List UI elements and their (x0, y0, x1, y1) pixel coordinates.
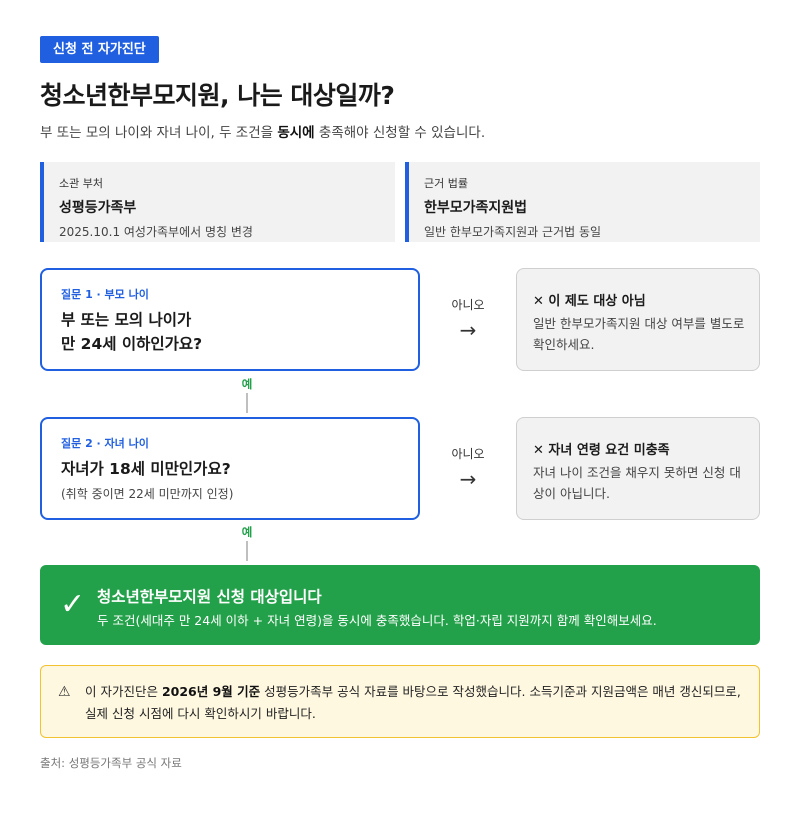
result-desc: 일반 한부모가족지원 대상 여부를 별도로 확인하세요. (533, 316, 745, 352)
result-card-child-age-unmet: ✕ 자녀 연령 요건 미충족 자녀 나이 조건을 채우지 못하면 신청 대상이 … (516, 417, 760, 520)
no-label: 아니오 (451, 447, 485, 461)
info-label: 근거 법률 (424, 177, 468, 190)
warning-icon: ⚠ (58, 684, 71, 700)
notice-text: 이 자가진단은 2026년 9월 기준 성평등가족부 공식 자료를 바탕으로 작… (85, 681, 745, 725)
result-desc: 자녀 나이 조건을 채우지 못하면 신청 대상이 아닙니다. (533, 465, 741, 501)
notice-prefix: 이 자가진단은 (85, 684, 162, 699)
yes-label: 예 (241, 525, 253, 539)
page-title: 청소년한부모지원, 나는 대상일까? (40, 81, 395, 110)
info-note: 2025.10.1 여성가족부에서 명칭 변경 (59, 225, 253, 239)
info-card-law: 근거 법률 한부모가족지원법 일반 한부모가족지원과 근거법 동일 (405, 162, 760, 242)
source-note: 출처: 성평등가족부 공식 자료 (40, 756, 182, 770)
success-title: 청소년한부모지원 신청 대상입니다 (97, 588, 322, 606)
info-note: 일반 한부모가족지원과 근거법 동일 (424, 225, 602, 239)
info-card-ministry: 소관 부처 성평등가족부 2025.10.1 여성가족부에서 명칭 변경 (40, 162, 395, 242)
checkmark-icon: ✓ (60, 587, 86, 622)
info-value: 성평등가족부 (59, 200, 137, 216)
subtitle-emphasis: 동시에 (277, 125, 315, 141)
result-title: ✕ 이 제도 대상 아님 (533, 294, 646, 309)
info-value: 한부모가족지원법 (424, 200, 528, 216)
question-text: 자녀가 18세 미만인가요? (61, 457, 418, 481)
result-card-not-eligible: ✕ 이 제도 대상 아님 일반 한부모가족지원 대상 여부를 별도로 확인하세요… (516, 268, 760, 371)
question-label: 질문 1 · 부모 나이 (61, 288, 149, 301)
question-note: (취학 중이면 22세 미만까지 인정) (61, 487, 234, 501)
no-label: 아니오 (451, 298, 485, 312)
page-subtitle: 부 또는 모의 나이와 자녀 나이, 두 조건을 동시에 충족해야 신청할 수 … (40, 121, 485, 141)
question-card-2: 질문 2 · 자녀 나이 자녀가 18세 미만인가요? (취학 중이면 22세 … (40, 417, 420, 520)
question-text: 부 또는 모의 나이가 만 24세 이하인가요? (61, 308, 418, 356)
question-line: 부 또는 모의 나이가 (61, 311, 192, 329)
question-line: 자녀가 18세 미만인가요? (61, 460, 231, 478)
self-check-badge: 신청 전 자가진단 (40, 36, 159, 63)
right-arrow-icon: → (459, 467, 477, 491)
notice-suffix: 성평등가족부 공식 자료를 바탕으로 작성했습니다. 소득기준과 지원금액은 매… (85, 684, 741, 721)
flow-connector (246, 393, 248, 413)
right-arrow-icon: → (459, 318, 477, 342)
question-card-1: 질문 1 · 부모 나이 부 또는 모의 나이가 만 24세 이하인가요? (40, 268, 420, 371)
question-label: 질문 2 · 자녀 나이 (61, 437, 149, 450)
subtitle-suffix: 충족해야 신청할 수 있습니다. (314, 125, 486, 141)
notice-date: 2026년 9월 기준 (161, 684, 261, 699)
eligible-result-banner: ✓ 청소년한부모지원 신청 대상입니다 두 조건(세대주 만 24세 이하 + … (40, 565, 760, 645)
notice-box: ⚠ 이 자가진단은 2026년 9월 기준 성평등가족부 공식 자료를 바탕으로… (40, 665, 760, 738)
result-title: ✕ 자녀 연령 요건 미충족 (533, 443, 670, 458)
success-desc: 두 조건(세대주 만 24세 이하 + 자녀 연령)을 동시에 충족했습니다. … (97, 613, 657, 628)
yes-label: 예 (241, 377, 253, 391)
question-line: 만 24세 이하인가요? (61, 335, 203, 353)
info-label: 소관 부처 (59, 177, 103, 190)
subtitle-prefix: 부 또는 모의 나이와 자녀 나이, 두 조건을 (40, 125, 278, 141)
flow-connector (246, 541, 248, 561)
